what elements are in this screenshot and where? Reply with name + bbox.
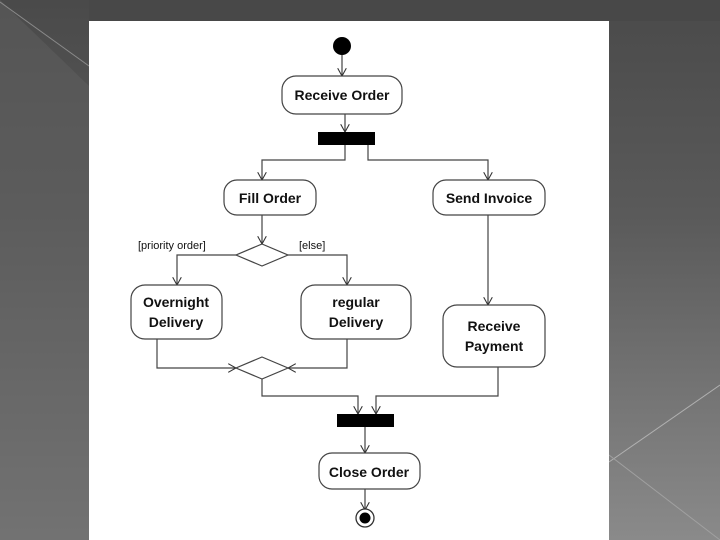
edge-regular-to-merge bbox=[288, 339, 348, 368]
edge-fork-to-fill-order bbox=[262, 145, 346, 180]
decorative-line bbox=[608, 384, 720, 463]
action-label: Send Invoice bbox=[446, 190, 533, 206]
join-bar bbox=[337, 414, 394, 427]
action-regular-delivery: regular Delivery bbox=[300, 284, 412, 340]
fork-bar bbox=[318, 132, 375, 145]
action-label-line2: Payment bbox=[465, 338, 524, 354]
decorative-line bbox=[0, 1, 90, 67]
action-label-line2: Delivery bbox=[149, 314, 204, 330]
action-label-line2: Delivery bbox=[329, 314, 384, 330]
action-receive-payment: Receive Payment bbox=[442, 304, 546, 368]
edge-fork-to-send-invoice bbox=[367, 145, 488, 180]
background-left-facet bbox=[0, 0, 89, 540]
action-label-line1: regular bbox=[332, 294, 380, 310]
background-top-band bbox=[0, 0, 720, 21]
final-node bbox=[355, 508, 375, 528]
action-receive-order: Receive Order bbox=[281, 75, 403, 115]
action-label: Receive Order bbox=[295, 87, 390, 103]
guard-priority-order: [priority order] bbox=[138, 240, 206, 252]
edge-overnight-to-merge bbox=[156, 339, 236, 368]
edge-merge-to-join bbox=[261, 379, 358, 414]
action-fill-order: Fill Order bbox=[223, 179, 317, 216]
edge-decision-to-regular bbox=[288, 254, 347, 285]
action-close-order: Close Order bbox=[318, 452, 421, 490]
action-label: Close Order bbox=[329, 464, 410, 480]
merge-node bbox=[234, 356, 290, 380]
action-label-line1: Overnight bbox=[143, 294, 209, 310]
initial-node bbox=[333, 37, 351, 55]
guard-else: [else] bbox=[299, 240, 325, 252]
decorative-line bbox=[608, 454, 720, 540]
edge-receive-payment-to-join bbox=[376, 367, 499, 414]
action-label-line1: Receive bbox=[468, 318, 521, 334]
edge-decision-to-overnight bbox=[177, 254, 236, 285]
action-overnight-delivery: Overnight Delivery bbox=[130, 284, 223, 340]
decision-node bbox=[234, 243, 290, 267]
action-label: Fill Order bbox=[239, 190, 302, 206]
action-send-invoice: Send Invoice bbox=[432, 179, 546, 216]
